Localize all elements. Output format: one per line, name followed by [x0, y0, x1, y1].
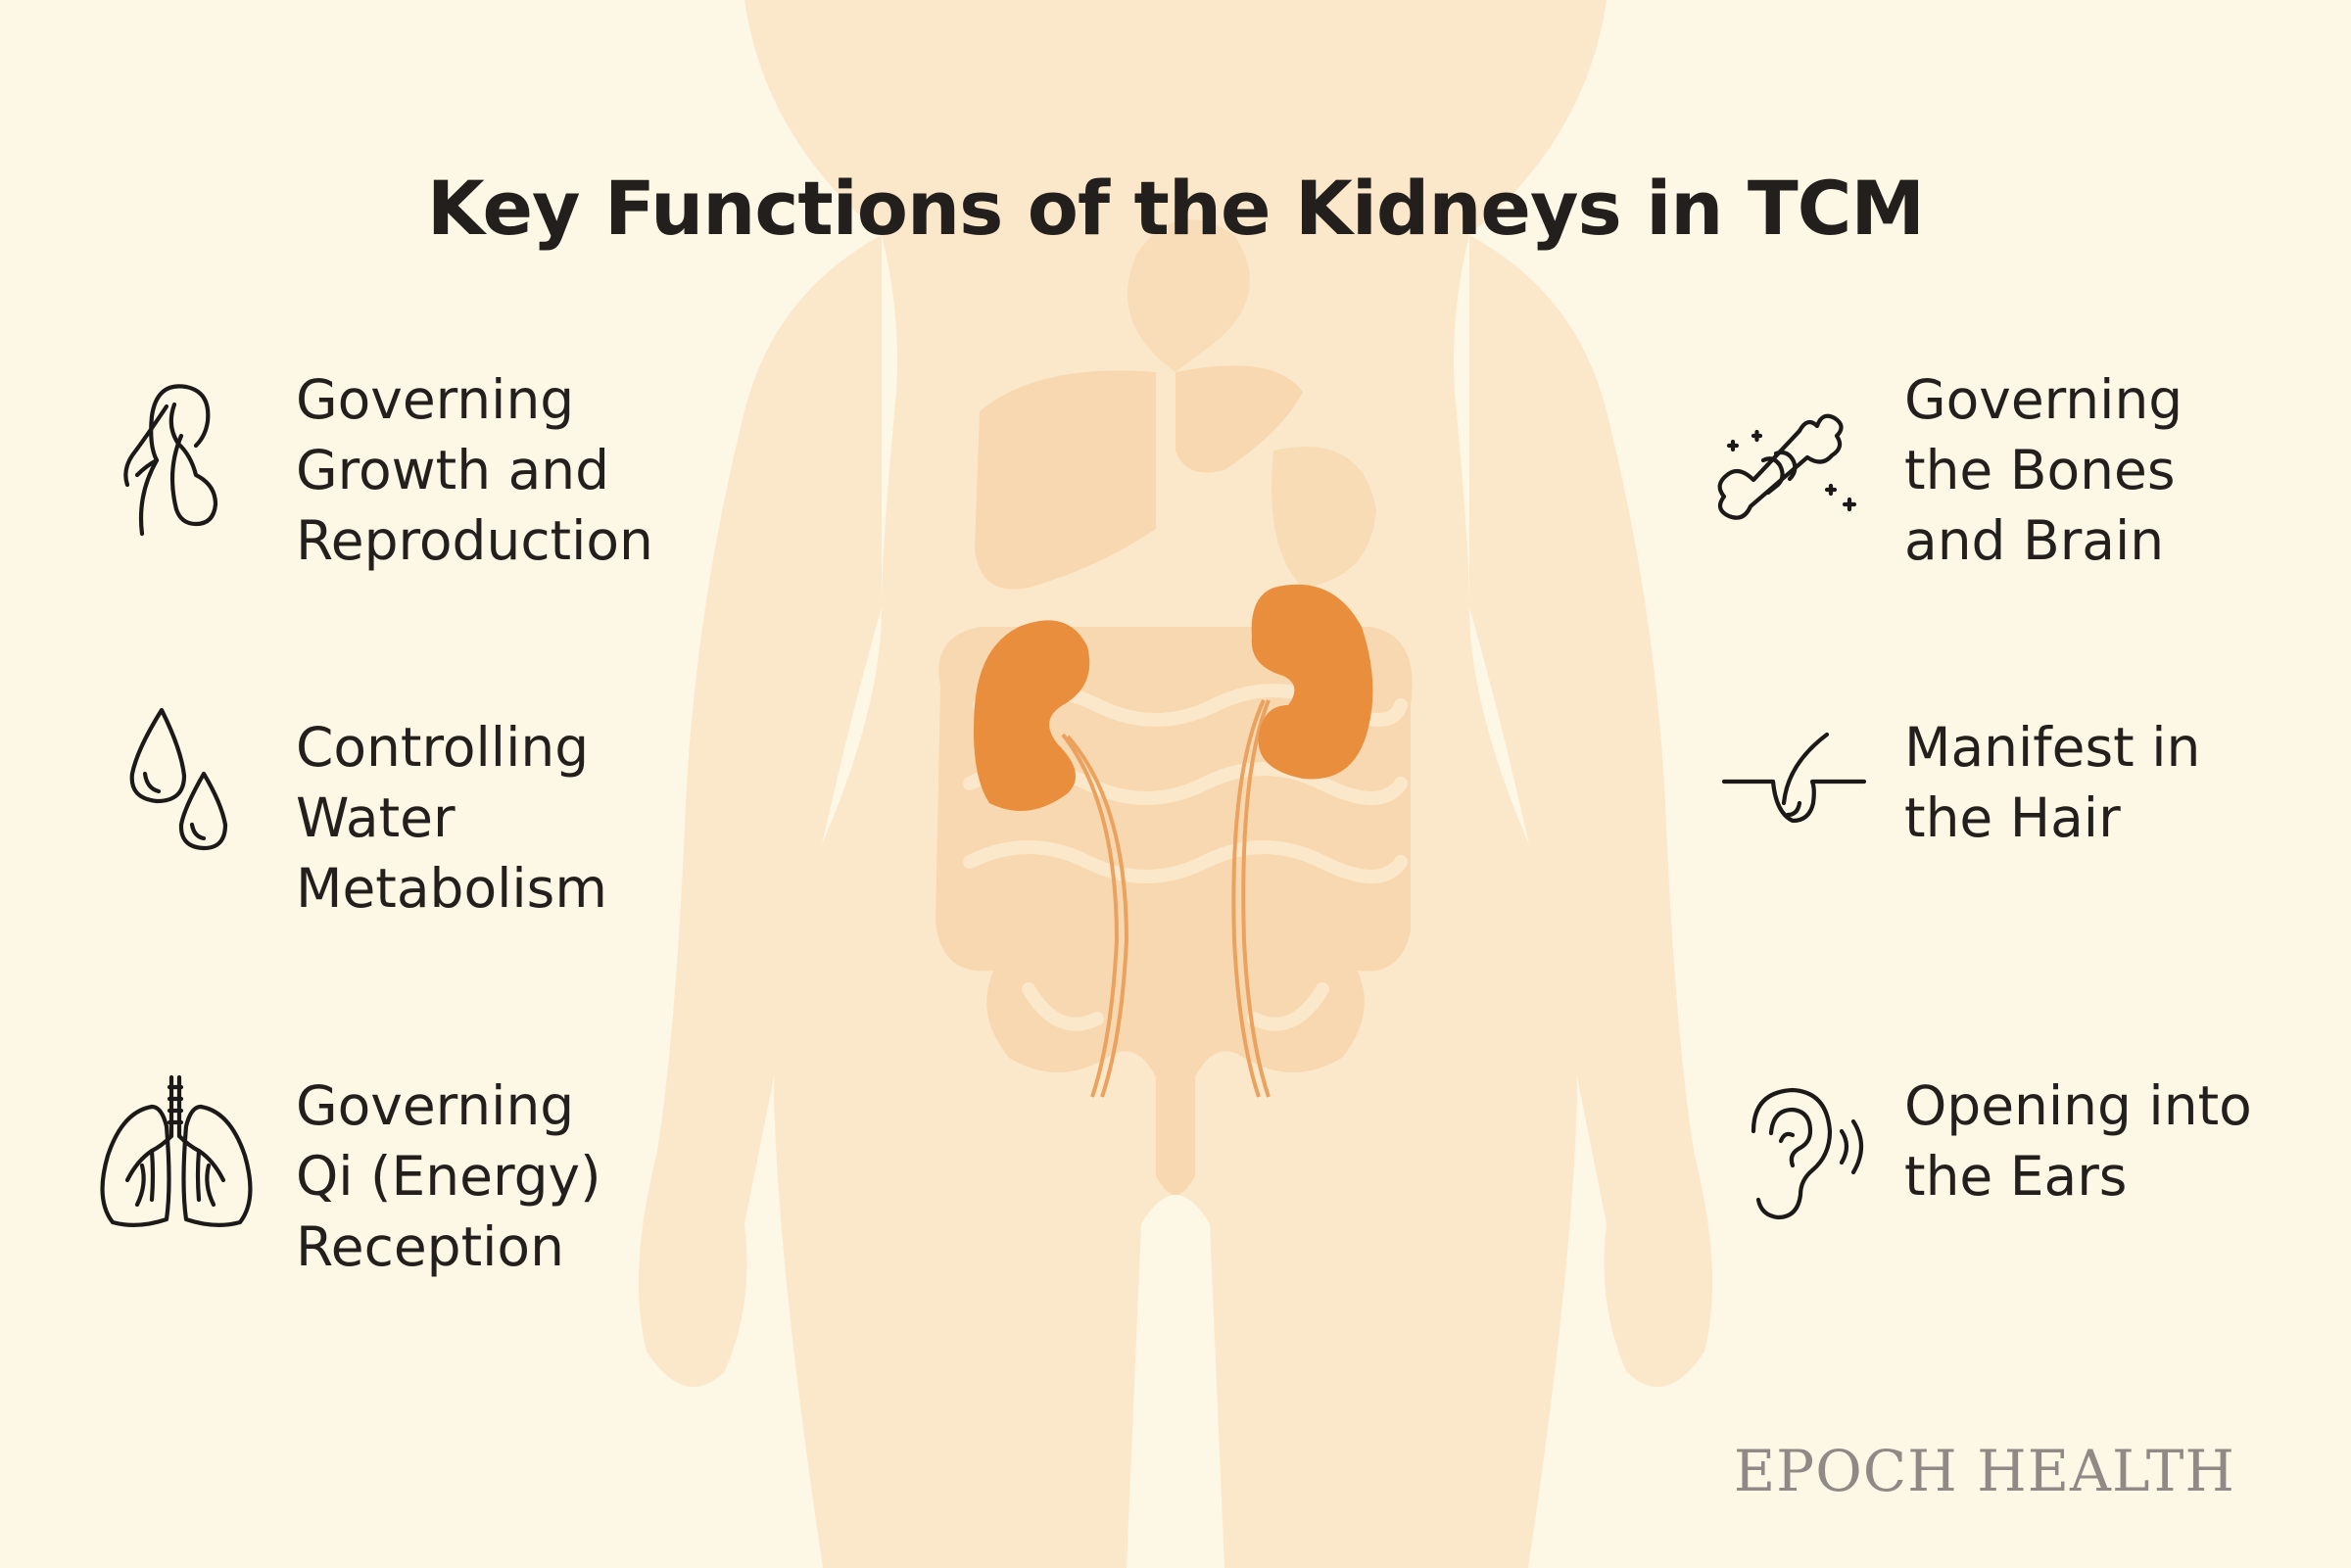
function-label: Governing the Bones and Brain [1904, 368, 2183, 572]
function-label: Manifest in the Hair [1904, 716, 2201, 849]
ear-icon [1724, 1072, 1891, 1239]
page-title: Key Functions of the Kidneys in TCM [426, 165, 1925, 252]
lungs-icon [93, 1068, 260, 1234]
right-kidney [1251, 584, 1373, 780]
left-kidney [974, 620, 1090, 811]
hair-follicle-icon [1719, 705, 1886, 872]
brand-logo: EPOCH HEALTH [1733, 1438, 2235, 1504]
water-drops-icon [98, 705, 264, 872]
function-label: Governing Qi (Energy) Reception [296, 1074, 601, 1278]
ureters [1061, 699, 1271, 1098]
function-label: Governing Growth and Reproduction [296, 368, 653, 572]
function-label: Opening into the Ears [1904, 1074, 2252, 1208]
bone-icon [1709, 387, 1876, 553]
kidneys [974, 584, 1373, 811]
pregnant-woman-icon [98, 377, 264, 544]
function-label: Controlling Water Metabolism [296, 716, 607, 920]
